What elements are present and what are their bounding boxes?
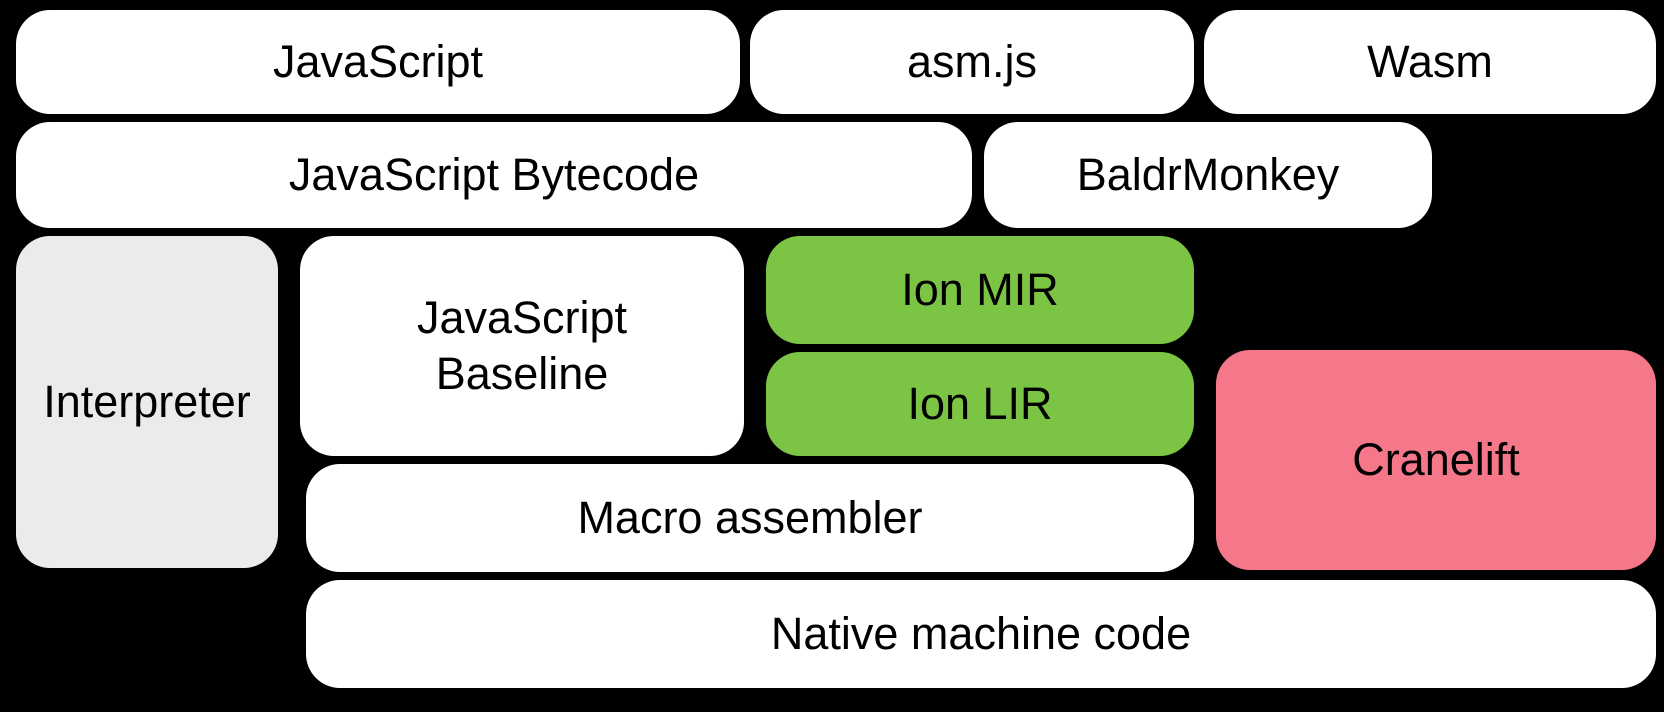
box-ion-mir: Ion MIR	[766, 236, 1194, 344]
box-cranelift: Cranelift	[1216, 350, 1656, 570]
box-wasm: Wasm	[1204, 10, 1656, 114]
box-macro-assembler: Macro assembler	[306, 464, 1194, 572]
box-javascript: JavaScript	[16, 10, 740, 114]
box-javascript-bytecode: JavaScript Bytecode	[16, 122, 972, 228]
box-interpreter: Interpreter	[16, 236, 278, 568]
box-baldrmonkey: BaldrMonkey	[984, 122, 1432, 228]
javascript-baseline-label: JavaScript Baseline	[416, 291, 628, 399]
box-asmjs: asm.js	[750, 10, 1194, 114]
box-native-machine-code: Native machine code	[306, 580, 1656, 688]
box-ion-lir: Ion LIR	[766, 352, 1194, 456]
box-javascript-baseline: JavaScript Baseline	[300, 236, 744, 456]
